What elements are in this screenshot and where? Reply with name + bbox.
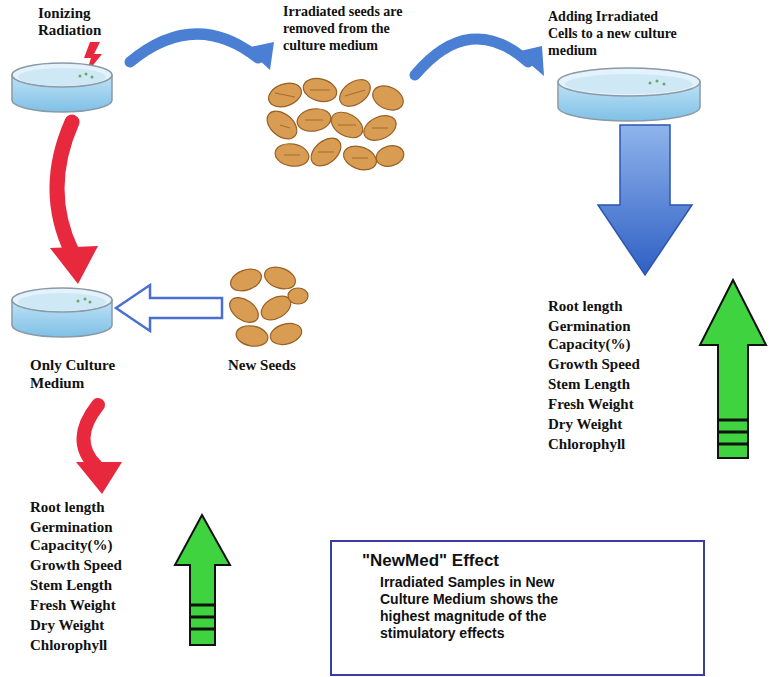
text-label: Germination Capacity(%) [30, 518, 150, 554]
text-label: Germination Capacity(%) [548, 317, 668, 353]
text-label: Fresh Weight [30, 596, 170, 614]
text-label: Chlorophyll [548, 435, 688, 453]
text-label: Only Culture Medium [30, 356, 155, 392]
curved-arrow [130, 34, 274, 70]
red-arrow [50, 122, 98, 284]
seed-pile [225, 263, 308, 348]
text-label: Root length [30, 498, 170, 516]
red-arrow [76, 405, 122, 494]
text-label: Root length [548, 297, 688, 315]
text-label: Irradiated seeds are removed from the cu… [283, 3, 433, 54]
box-body: Irradiated Samples in New Culture Medium… [380, 574, 565, 642]
up-arrow [700, 280, 766, 458]
text-label: Growth Speed [548, 355, 688, 373]
text-label: Stem Length [548, 375, 688, 393]
petri-dish [12, 288, 112, 337]
up-arrow [175, 515, 230, 645]
petri-dish [12, 63, 112, 112]
text-label: Ionizing Radiation [38, 5, 138, 39]
text-label: Chlorophyll [30, 636, 170, 654]
text-label: Stem Length [30, 576, 170, 594]
text-label: Dry Weight [30, 616, 170, 634]
text-label: Adding Irradiated Cells to a new culture… [548, 8, 683, 59]
hollow-arrow [116, 285, 222, 331]
seed-pile [262, 74, 407, 174]
text-label: Fresh Weight [548, 395, 688, 413]
effect-box: "NewMed" EffectIrradiated Samples in New… [330, 540, 705, 676]
text-label: Dry Weight [548, 415, 688, 433]
text-label: Growth Speed [30, 556, 170, 574]
curved-arrow [415, 39, 544, 76]
down-arrow [598, 125, 692, 275]
box-title: "NewMed" Effect [362, 550, 703, 571]
text-label: New Seeds [228, 356, 348, 374]
petri-dish [558, 68, 700, 121]
